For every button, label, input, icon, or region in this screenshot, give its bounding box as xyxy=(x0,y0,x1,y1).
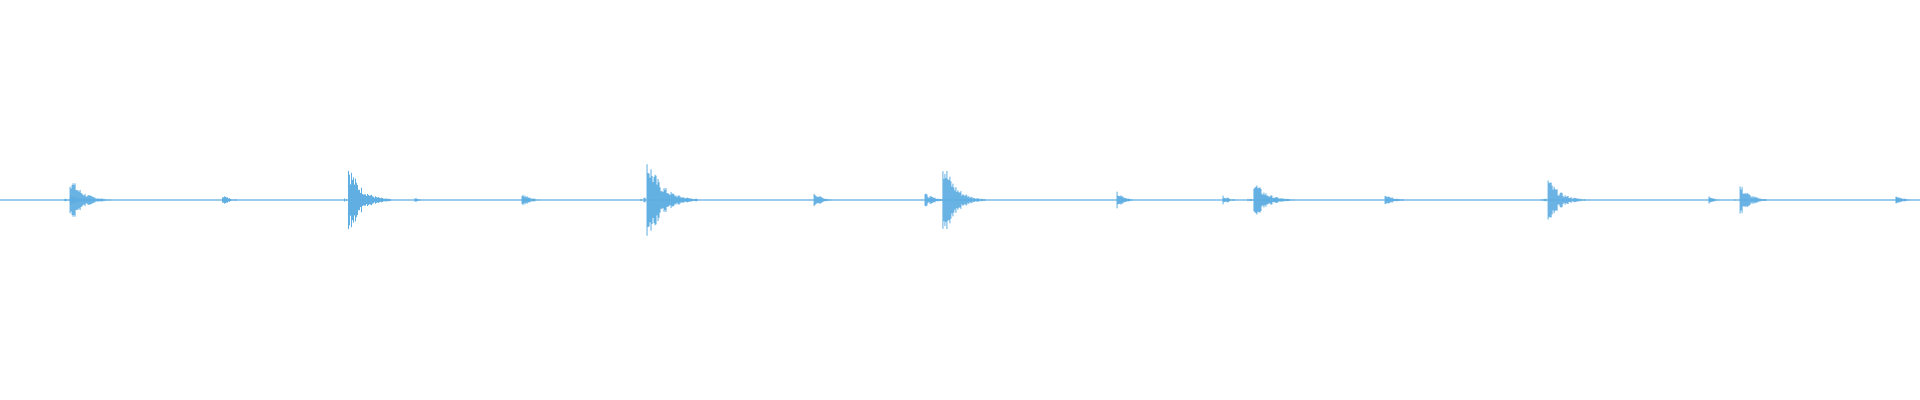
waveform-peak xyxy=(807,193,840,207)
waveform-peaks xyxy=(63,164,1920,236)
waveform-peak xyxy=(63,183,113,217)
waveform-peak xyxy=(1889,196,1920,204)
waveform-peak xyxy=(1702,196,1726,204)
waveform-peak xyxy=(1378,195,1415,205)
waveform-peak xyxy=(1541,180,1591,220)
waveform-peak xyxy=(936,171,986,229)
waveform-peak xyxy=(216,196,249,204)
waveform-peak xyxy=(341,170,391,230)
waveform-peak xyxy=(515,194,552,206)
waveform-peak xyxy=(1110,191,1143,209)
waveform-peak xyxy=(640,164,698,236)
waveform-peak xyxy=(1733,186,1774,214)
waveform-peak xyxy=(1247,185,1297,215)
waveform-peak xyxy=(1216,195,1249,205)
waveform-peak xyxy=(408,198,432,202)
